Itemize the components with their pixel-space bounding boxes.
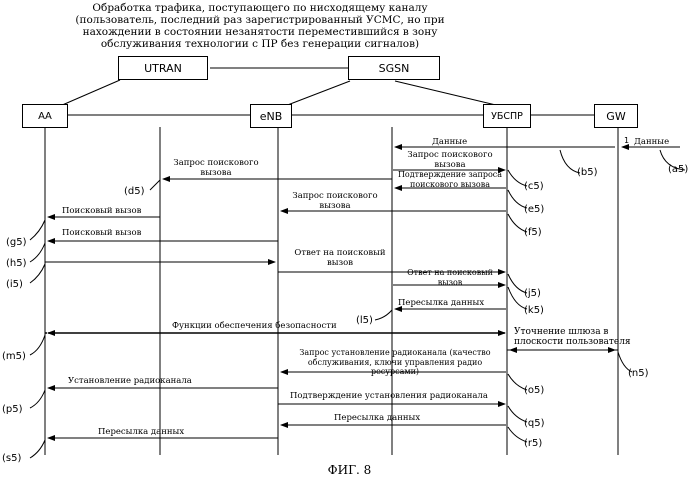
label-security: Функции обеспечения безопасности xyxy=(172,321,337,331)
label-step-one: 1 xyxy=(624,136,629,145)
label-paging-req-1: Запрос поискового вызова xyxy=(400,150,500,170)
step-a5: (a5) xyxy=(668,164,688,175)
entity-utran: UTRAN xyxy=(118,56,208,80)
step-c5: (c5) xyxy=(524,181,544,192)
label-paging-resp-2: Ответ на поисковый вызов xyxy=(396,268,504,288)
label-paging-ack: Подтверждение запроса поискового вызова xyxy=(394,170,506,190)
figure-caption: ФИГ. 8 xyxy=(0,463,699,477)
sgsn-ubspr-link xyxy=(395,81,500,106)
step-b5: (b5) xyxy=(577,167,598,178)
label-paging-call-2: Поисковый вызов xyxy=(62,228,141,238)
step-h5: (h5) xyxy=(6,258,27,269)
step-k5: (k5) xyxy=(524,305,544,316)
step-f5: (f5) xyxy=(524,227,542,238)
label-paging-call-1: Поисковый вызов xyxy=(62,206,141,216)
utran-aa-link xyxy=(60,80,120,106)
step-j5: (j5) xyxy=(524,288,541,299)
label-data-gw: Данные xyxy=(634,137,669,147)
step-e5: (e5) xyxy=(524,204,544,215)
label-paging-req-utran: Запрос поискового вызова xyxy=(170,158,262,178)
label-rab-confirm: Подтверждение установления радиоканала xyxy=(290,391,488,401)
label-rab-req: Запрос установление радиоканала (качеств… xyxy=(283,348,507,377)
label-gw-refine: Уточнение шлюза в плоскости пользователя xyxy=(514,327,632,347)
step-o5: (o5) xyxy=(524,385,544,396)
step-m5: (m5) xyxy=(2,351,26,362)
step-p5: (p5) xyxy=(2,404,23,415)
entity-aa: АА xyxy=(22,104,68,128)
label-paging-req-enb: Запрос поискового вызова xyxy=(285,191,385,211)
step-d5: (d5) xyxy=(124,186,145,197)
entity-enb: eNB xyxy=(250,104,292,128)
step-r5: (r5) xyxy=(524,438,542,449)
step-g5: (g5) xyxy=(6,237,27,248)
step-l5: (l5) xyxy=(356,315,373,326)
step-i5: (i5) xyxy=(6,279,23,290)
step-n5: (n5) xyxy=(628,368,649,379)
sgsn-enb-link xyxy=(285,81,350,106)
label-data-forward-3: Пересылка данных xyxy=(98,427,184,437)
step-q5: (q5) xyxy=(524,418,545,429)
entity-sgsn: SGSN xyxy=(348,56,440,80)
label-data-forward-1: Пересылка данных xyxy=(398,298,484,308)
label-paging-resp-1: Ответ на поисковый вызов xyxy=(290,248,390,268)
entity-ubspr: УБСПР xyxy=(483,104,531,128)
label-data-forward-2: Пересылка данных xyxy=(334,413,420,423)
label-rab-setup: Установление радиоканала xyxy=(68,376,192,386)
entity-gw: GW xyxy=(594,104,638,128)
label-data-in: Данные xyxy=(432,137,467,147)
